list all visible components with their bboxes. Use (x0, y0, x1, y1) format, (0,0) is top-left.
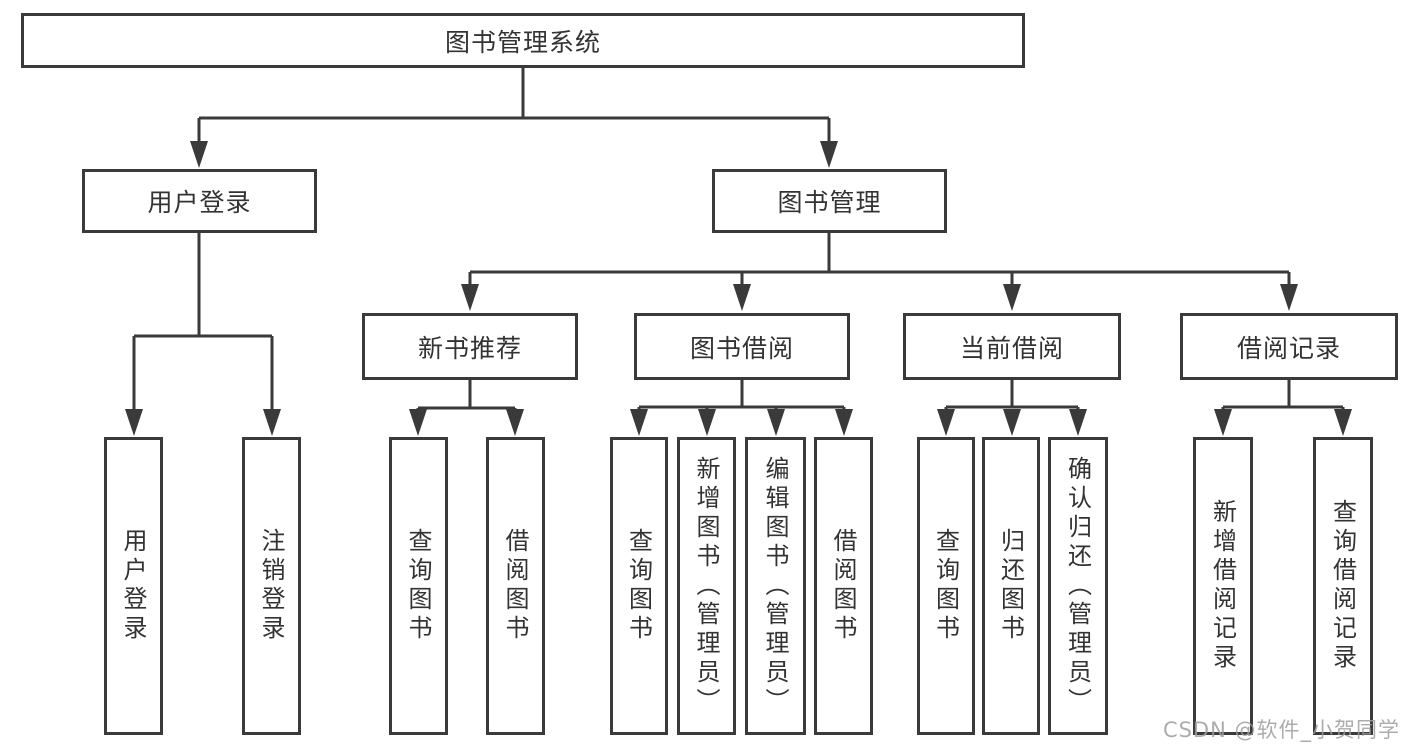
connector-line (468, 233, 1291, 286)
node-label: 编辑图书（管理员） (761, 455, 789, 717)
node-label: 借阅记录 (1236, 333, 1341, 363)
node-label: 图书管理系统 (444, 27, 601, 57)
connector-line (197, 68, 831, 143)
node-leaf-confirm-return-admin: 确认归还（管理员） (1048, 437, 1108, 735)
connector-user-login-group (125, 233, 281, 436)
node-label: 新书推荐 (417, 333, 522, 363)
node-label: 借阅图书 (501, 528, 529, 644)
node-label: 查询图书 (624, 528, 653, 644)
connector-new-book-rec-group (409, 380, 524, 436)
connector-borrow-record-group (1214, 380, 1352, 436)
connector-line (416, 380, 517, 410)
node-leaf-logout: 注销登录 (242, 437, 301, 735)
node-leaf-edit-book-admin: 编辑图书（管理员） (745, 437, 806, 735)
connector-root-to-level1 (190, 68, 838, 168)
node-label: 归还图书 (996, 528, 1025, 644)
connector-line (1221, 380, 1345, 410)
arrowhead-down-icon (937, 409, 1087, 436)
node-book-borrow: 图书借阅 (634, 313, 850, 380)
node-label: 借阅图书 (829, 528, 857, 644)
node-label: 新增借阅记录 (1208, 499, 1237, 673)
node-leaf-query-book-rec: 查询图书 (389, 437, 448, 735)
node-new-book-recommend: 新书推荐 (362, 313, 578, 380)
arrowhead-down-icon (630, 409, 853, 436)
node-label: 图书借阅 (689, 333, 794, 363)
node-leaf-query-book-current: 查询图书 (917, 437, 975, 735)
arrowhead-down-icon (461, 284, 1298, 311)
node-user-login: 用户登录 (82, 169, 317, 233)
arrowhead-down-icon (1214, 409, 1352, 436)
node-label: 注销登录 (257, 528, 285, 644)
node-leaf-add-book-admin: 新增图书（管理员） (677, 437, 736, 735)
connector-book-borrow-group (630, 380, 853, 436)
connector-line (944, 380, 1080, 410)
node-label: 用户登录 (147, 188, 252, 217)
node-leaf-borrow-book: 借阅图书 (814, 437, 873, 735)
node-label: 新增图书（管理员） (692, 455, 720, 717)
arrowhead-down-icon (190, 141, 838, 168)
connector-line (132, 233, 274, 410)
node-leaf-user-login: 用户登录 (104, 437, 163, 735)
node-label: 查询图书 (931, 528, 960, 644)
node-leaf-add-borrow-record: 新增借阅记录 (1193, 437, 1253, 735)
node-label: 当前借阅 (959, 333, 1064, 363)
node-label: 用户登录 (119, 528, 147, 644)
node-label: 查询图书 (404, 528, 432, 644)
connector-book-mgmt-to-level2 (461, 233, 1298, 311)
connector-line (637, 380, 846, 410)
node-root-system: 图书管理系统 (21, 13, 1025, 68)
node-leaf-query-book: 查询图书 (610, 437, 668, 735)
arrowhead-down-icon (409, 409, 524, 436)
node-label: 确认归还（管理员） (1063, 455, 1092, 717)
node-label: 图书管理 (777, 188, 882, 217)
node-leaf-borrow-book-rec: 借阅图书 (486, 437, 545, 735)
node-borrow-record: 借阅记录 (1180, 313, 1398, 380)
arrowhead-down-icon (125, 409, 281, 436)
node-current-borrow: 当前借阅 (903, 313, 1121, 380)
node-leaf-return-book: 归还图书 (982, 437, 1040, 735)
node-book-management: 图书管理 (712, 169, 947, 233)
connector-current-borrow-group (937, 380, 1087, 436)
node-leaf-query-borrow-record: 查询借阅记录 (1313, 437, 1373, 735)
node-label: 查询借阅记录 (1328, 499, 1357, 673)
